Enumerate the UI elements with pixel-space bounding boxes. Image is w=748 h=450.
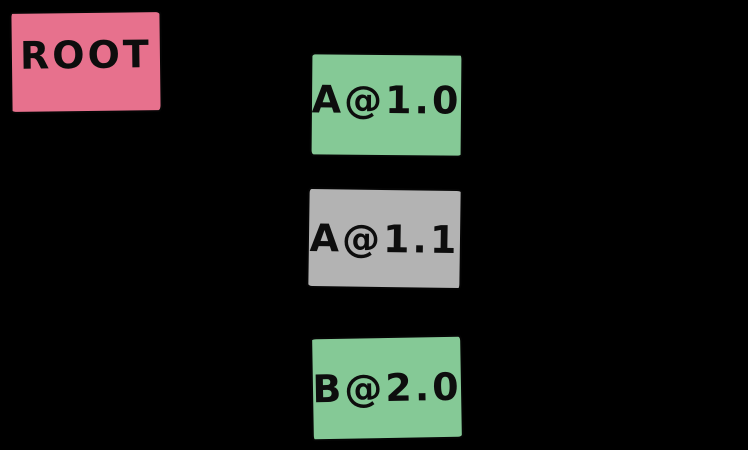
node-root: ROOT: [9, 10, 163, 114]
node-b-2-0: B@2.0: [310, 334, 464, 442]
node-a-1-0-label: A@1.0: [311, 77, 462, 123]
node-b-2-0-label: B@2.0: [311, 364, 463, 412]
node-a-1-1-label: A@1.1: [309, 215, 460, 262]
node-a-1-1: A@1.1: [306, 186, 463, 291]
node-a-1-0: A@1.0: [309, 52, 464, 158]
node-root-label: ROOT: [19, 32, 153, 78]
